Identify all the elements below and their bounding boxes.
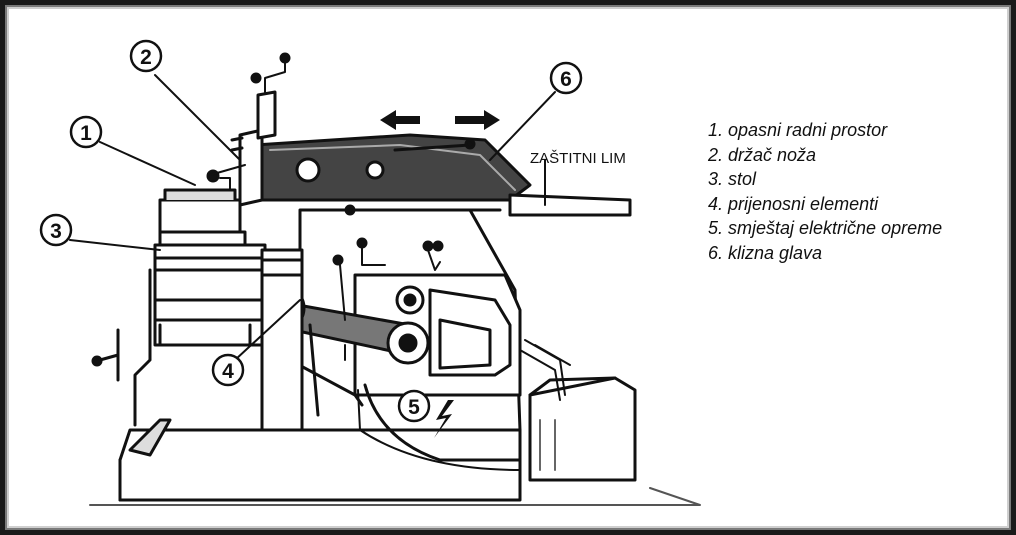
svg-text:5: 5 bbox=[408, 396, 420, 419]
legend-item: 6. klizna glava bbox=[708, 242, 823, 263]
callout-3: 3 bbox=[39, 213, 73, 247]
double-arrow-left-right-icon bbox=[380, 110, 500, 130]
callout-1: 1 bbox=[69, 115, 103, 149]
svg-text:2: 2 bbox=[140, 46, 152, 69]
electrical-cabinet bbox=[519, 339, 637, 482]
callout-4: 4 bbox=[211, 353, 245, 387]
tool-holder bbox=[209, 52, 291, 207]
svg-text:6: 6 bbox=[560, 68, 572, 91]
control-levers bbox=[332, 237, 444, 361]
machine-column bbox=[298, 208, 522, 471]
callout-6: 6 bbox=[549, 61, 583, 95]
svg-text:4: 4 bbox=[222, 360, 234, 383]
vise bbox=[158, 169, 242, 234]
callout-leaders bbox=[69, 74, 556, 361]
legend-list: 1. opasni radni prostor 2. držač noža 3.… bbox=[708, 118, 942, 265]
svg-text:3: 3 bbox=[50, 220, 62, 243]
lightning-bolt-icon bbox=[434, 400, 454, 438]
legend-item: 1. opasni radni prostor bbox=[708, 120, 888, 140]
legend-item: 5. smještaj električne opreme bbox=[708, 218, 943, 238]
shield-label: ZAŠTITNI LIM bbox=[530, 150, 626, 167]
callout-2: 2 bbox=[129, 39, 163, 73]
machine-table bbox=[91, 230, 304, 432]
svg-text:1: 1 bbox=[80, 122, 92, 145]
legend-item: 3. stol bbox=[708, 169, 757, 189]
legend-item: 4. prijenosni elementi bbox=[708, 193, 879, 214]
callout-5: 5 bbox=[397, 389, 431, 423]
legend-item: 2. držač noža bbox=[708, 144, 817, 165]
sliding-ram bbox=[253, 133, 632, 217]
machine-base bbox=[89, 418, 701, 506]
